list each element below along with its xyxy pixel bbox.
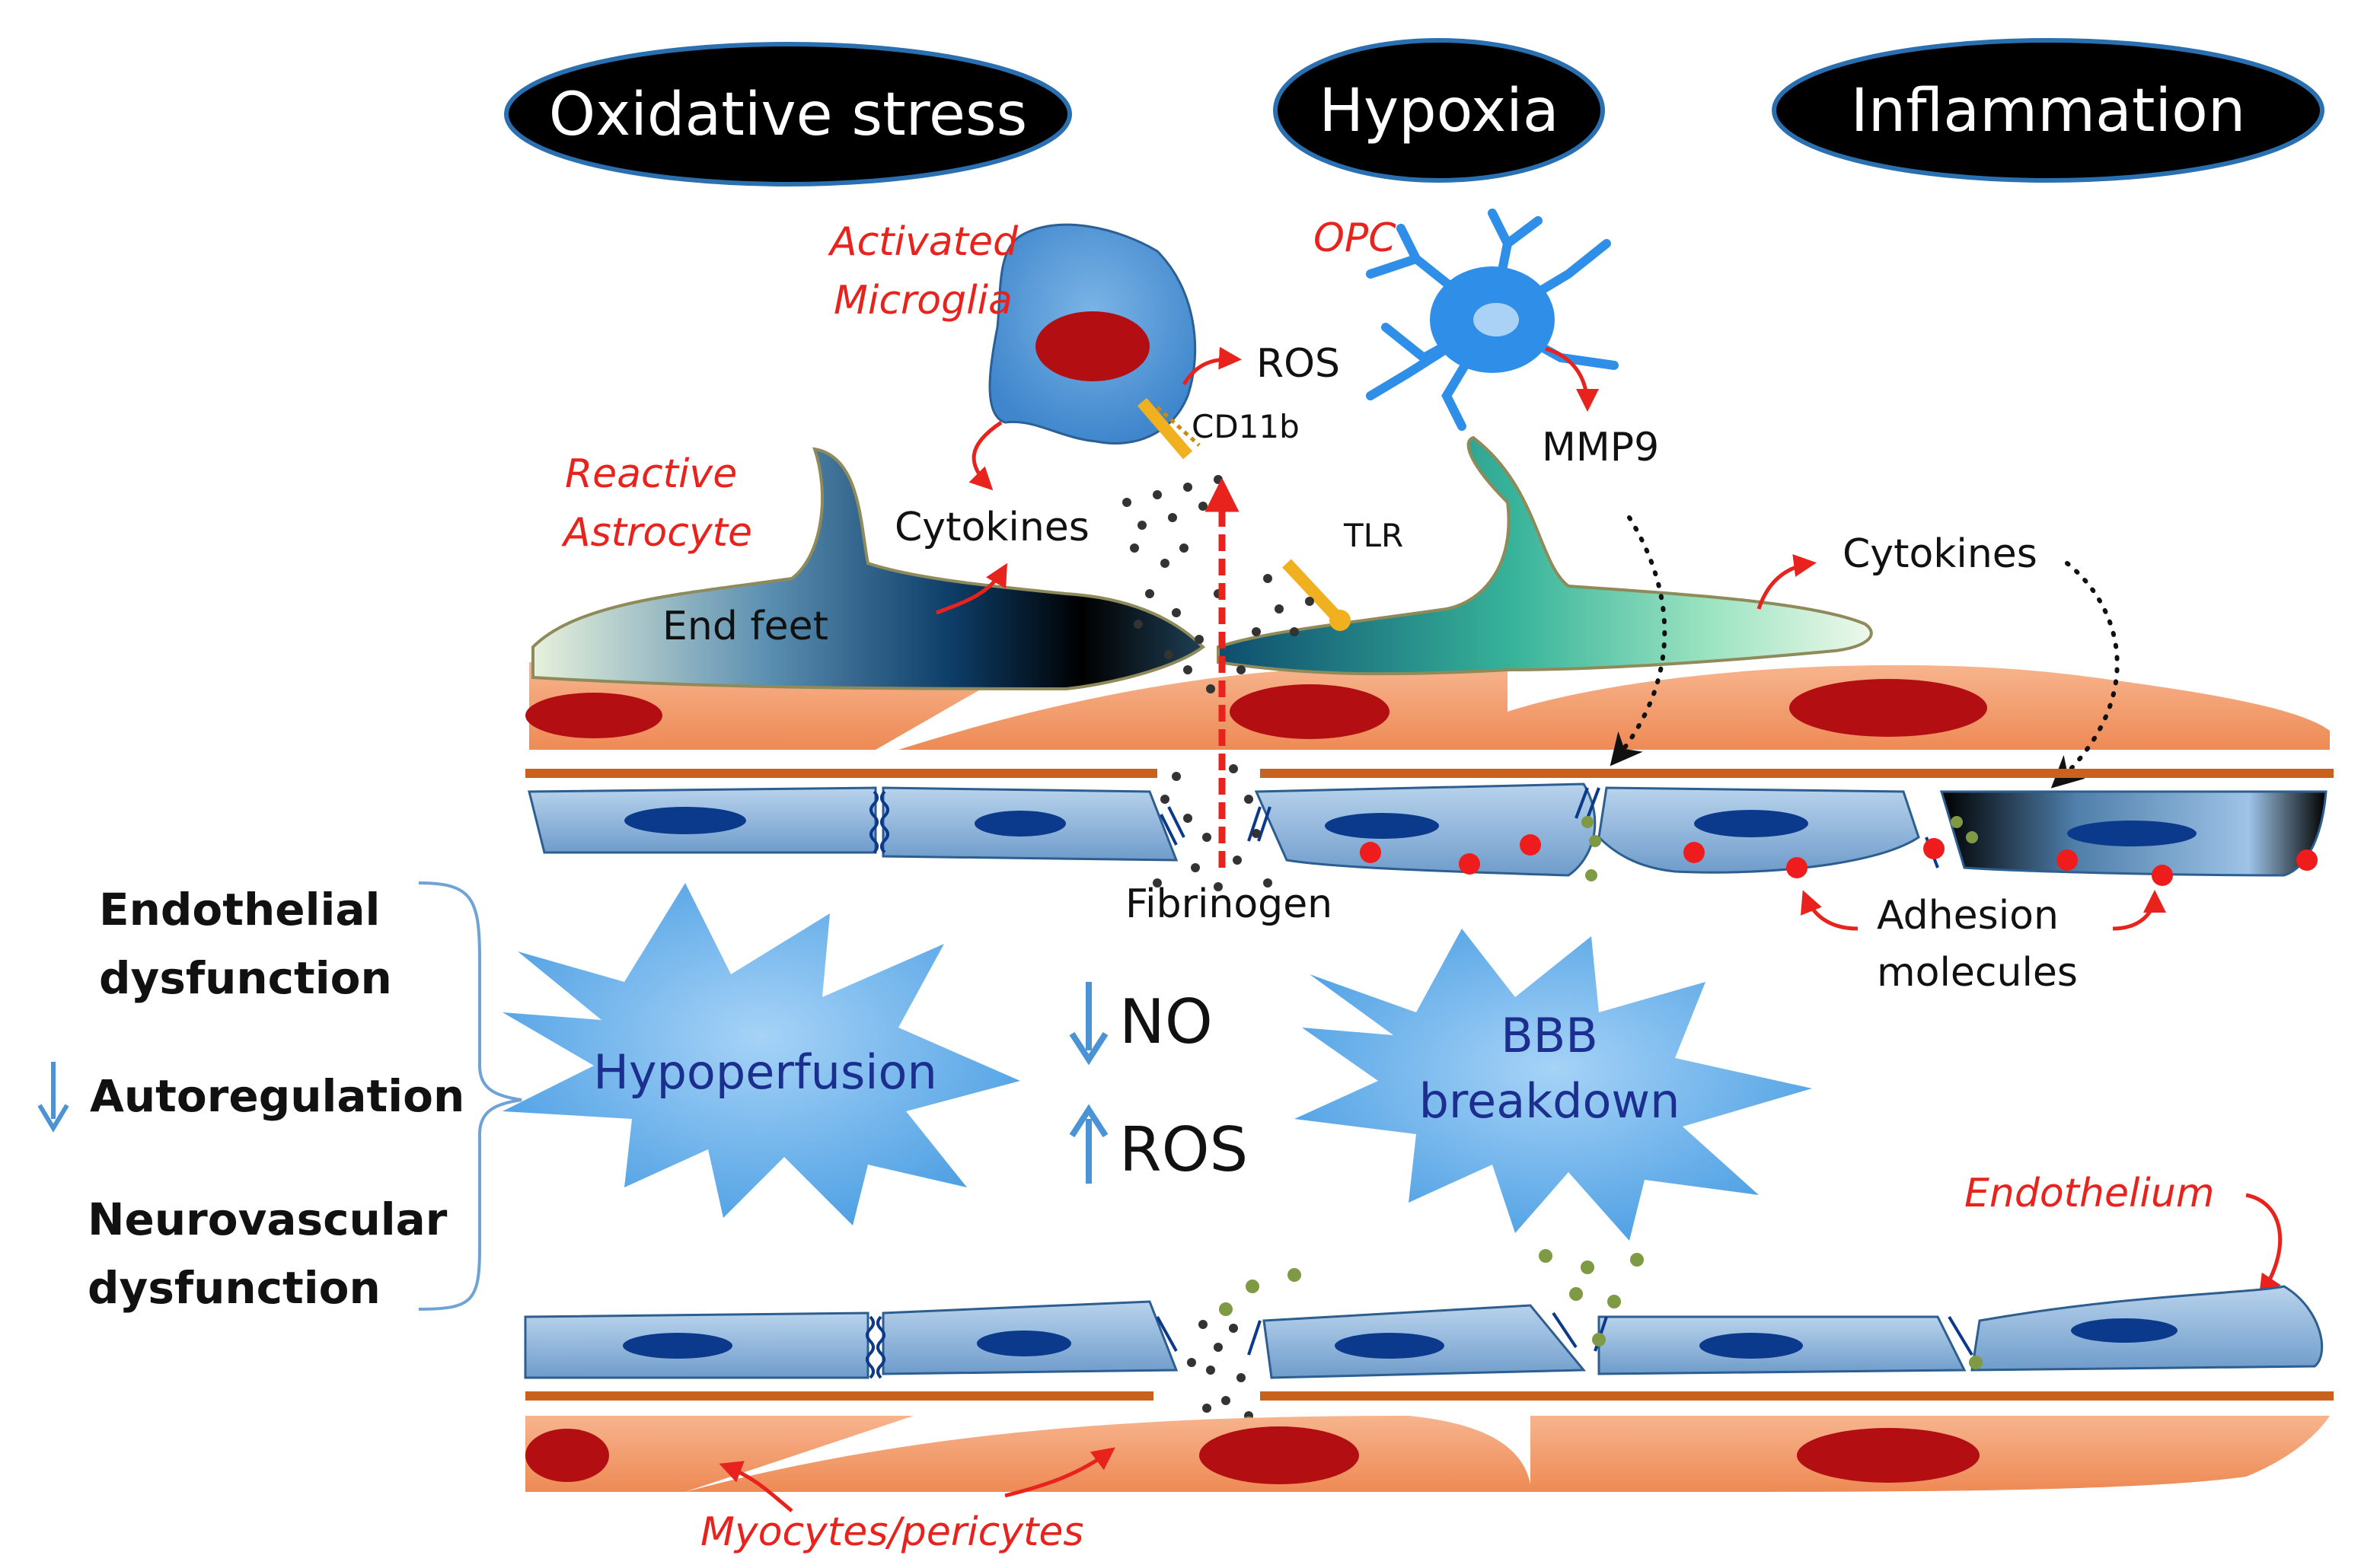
endothelial-dysfunction-label-1: Endothelial	[99, 884, 380, 935]
endothelium-label: Endothelium	[1964, 1171, 2214, 1216]
neurovascular-dysfunction-label-1: Neurovascular	[88, 1194, 448, 1245]
neurovascular-dysfunction-label-2: dysfunction	[88, 1262, 381, 1314]
myocytes-pericytes-label: Myocytes/pericytes	[700, 1509, 1083, 1555]
astrocyte-cytokine-arrow	[936, 563, 1007, 615]
myocyte-arrow-left	[719, 1461, 793, 1512]
myocyte-arrow-right	[1004, 1447, 1115, 1498]
tlr-receptor-icon	[1282, 559, 1351, 631]
lower-endothelium	[524, 1285, 2324, 1379]
no-label: NO	[1119, 986, 1213, 1057]
microglia-cytokine-arrow	[968, 420, 1003, 491]
left-brace	[418, 881, 522, 1311]
opc-label: OPC	[1313, 215, 1396, 261]
astrocyte-right-cytokine-arrow	[1756, 554, 1817, 610]
hypoperfusion-label: Hypoperfusion	[593, 1044, 936, 1100]
fibrinogen-particles	[1122, 475, 1314, 891]
bbb-label-1: BBB	[1501, 1008, 1598, 1063]
adhesion-label-2: molecules	[1877, 950, 2078, 996]
header-hypoxia-text: Hypoxia	[1319, 77, 1559, 145]
endothelial-dysfunction-label-2: dysfunction	[99, 952, 392, 1004]
no-down-arrow-icon	[1069, 982, 1109, 1066]
ros-up-arrow-icon	[1069, 1104, 1109, 1184]
cytokines-left-label: Cytokines	[895, 505, 1090, 550]
opc-cell	[1366, 209, 1619, 431]
adhesion-arrow-right	[2112, 890, 2166, 931]
header-oxidative-stress-text: Oxidative stress	[549, 81, 1028, 149]
activated-microglia-label-2: Microglia	[834, 278, 1013, 323]
cd11b-label: CD11b	[1192, 408, 1300, 445]
mmp9-dotted-arrow	[1610, 515, 1667, 766]
end-feet-label: End feet	[662, 604, 828, 649]
header-hypoxia: Hypoxia	[1273, 38, 1605, 183]
cytokine-dotted-arrow	[2050, 561, 2120, 789]
reactive-astrocyte-cell	[531, 435, 1873, 691]
adhesion-label-1: Adhesion	[1877, 893, 2059, 939]
lower-particles	[1187, 1320, 1253, 1420]
reactive-astrocyte-label-2: Astrocyte	[561, 510, 752, 556]
bbb-breakdown-burst: BBB breakdown	[1294, 929, 1812, 1241]
green-molecule-dots-upper	[1581, 816, 1978, 881]
upper-basement-membrane	[525, 769, 2334, 778]
activated-microglia-cell	[988, 223, 1197, 445]
ros-arrow	[1182, 346, 1242, 386]
green-molecule-dots-lower	[1219, 1249, 1983, 1430]
reactive-astrocyte-label-1: Reactive	[565, 451, 737, 497]
header-inflammation-text: Inflammation	[1851, 77, 2246, 145]
tlr-label: TLR	[1343, 517, 1403, 554]
adhesion-arrow-left	[1800, 890, 1859, 931]
ros-center-label: ROS	[1119, 1114, 1248, 1185]
endothelium-arrow	[2245, 1193, 2283, 1298]
mmp9-label: MMP9	[1542, 425, 1659, 470]
activated-microglia-label-1: Activated	[828, 219, 1019, 265]
ros-top-label: ROS	[1256, 341, 1340, 387]
hypoperfusion-burst: Hypoperfusion	[503, 883, 1020, 1225]
header-oxidative-stress: Oxidative stress	[504, 42, 1072, 186]
fibrinogen-label: Fibrinogen	[1125, 881, 1332, 927]
cd11b-receptor-icon	[1137, 397, 1201, 460]
opc-mmp9-arrow	[1545, 346, 1599, 412]
header-inflammation: Inflammation	[1772, 38, 2324, 183]
autoregulation-label: Autoregulation	[90, 1070, 464, 1122]
adhesion-molecule-dots	[1360, 834, 2318, 886]
cytokines-right-label: Cytokines	[1843, 531, 2037, 577]
bbb-label-2: breakdown	[1419, 1073, 1680, 1129]
lower-basement-membrane	[525, 1391, 2334, 1401]
lower-myocyte-layer	[525, 1416, 2330, 1492]
upper-endothelium	[528, 782, 2328, 877]
autoregulation-down-arrow-icon	[37, 1062, 69, 1133]
